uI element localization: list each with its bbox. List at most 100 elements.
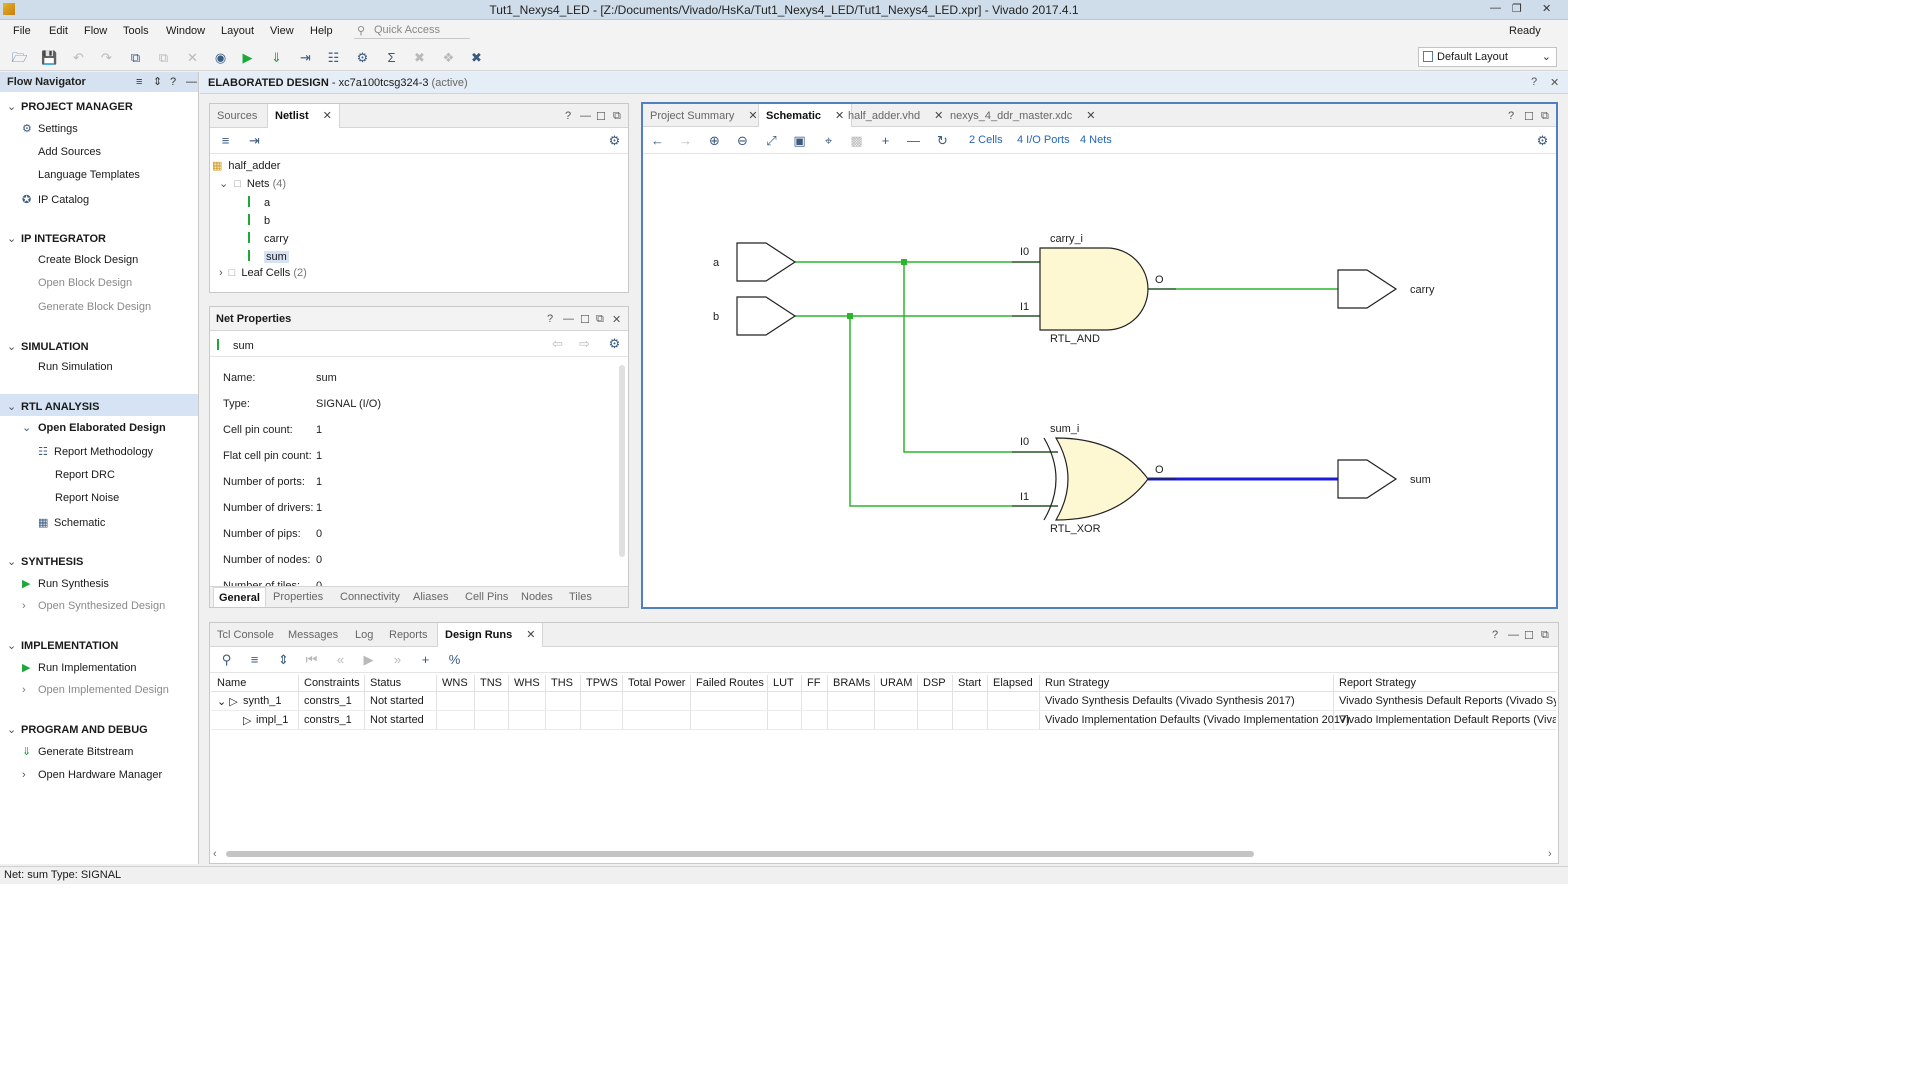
collapse-all-icon[interactable]: ≡	[250, 652, 259, 667]
col-report-strategy[interactable]: Report Strategy	[1339, 677, 1417, 689]
tab-reports[interactable]: Reports	[389, 629, 428, 641]
cells-count-link[interactable]: 2 Cells	[969, 134, 1003, 146]
close-icon[interactable]: ✕	[1550, 77, 1560, 89]
close-icon[interactable]: ✕	[1542, 3, 1552, 15]
col-brams[interactable]: BRAMs	[833, 677, 871, 689]
tree-net-b[interactable]: b	[248, 213, 270, 227]
maximize-icon[interactable]: ☐	[1524, 111, 1534, 123]
back-icon[interactable]: ←	[651, 133, 664, 148]
forward-icon[interactable]: →	[679, 133, 692, 148]
collapse-all-icon[interactable]: ≡	[221, 133, 230, 148]
run-icon[interactable]: ▶	[242, 50, 253, 65]
expand-all-icon[interactable]: ⇕	[278, 652, 289, 667]
gear-icon[interactable]: ⚙	[608, 336, 621, 351]
nav-open-hardware-manager[interactable]: ›Open Hardware Manager	[22, 769, 163, 781]
col-whs[interactable]: WHS	[514, 677, 540, 689]
menu-view[interactable]: View	[270, 25, 294, 37]
sigma-icon[interactable]: Σ	[387, 50, 396, 65]
col-tpws[interactable]: TPWS	[586, 677, 618, 689]
nav-generate-block-design[interactable]: Generate Block Design	[38, 301, 152, 313]
help-icon[interactable]: ?	[1492, 629, 1499, 641]
maximize-icon[interactable]: ☐	[596, 111, 606, 123]
help-icon[interactable]: ?	[170, 76, 177, 88]
nav-ip-catalog[interactable]: ✪IP Catalog	[22, 194, 90, 206]
table-row[interactable]	[211, 711, 1556, 730]
schematic-canvas[interactable]: a b carry sum carry_i RTL_AND I0 I1 O su…	[643, 154, 1556, 606]
forward-icon[interactable]: ⇨	[579, 336, 590, 351]
nav-add-sources[interactable]: Add Sources	[38, 146, 101, 158]
gear-icon[interactable]: ⚙	[608, 133, 621, 148]
tab-netlist[interactable]: Netlist✕	[267, 104, 340, 128]
col-wns[interactable]: WNS	[442, 677, 468, 689]
float-icon[interactable]: ⧉	[1541, 629, 1549, 641]
zoom-out-icon[interactable]: ⊖	[737, 133, 748, 148]
zoom-in-icon[interactable]: ⊕	[709, 133, 720, 148]
help-icon[interactable]: ?	[1508, 110, 1515, 122]
settings-icon[interactable]: ⚙	[356, 50, 369, 65]
layout-select[interactable]: Default Layout ⌄	[1418, 47, 1557, 67]
nav-run-synthesis[interactable]: ▶Run Synthesis	[22, 578, 109, 590]
nav-report-drc[interactable]: Report DRC	[55, 469, 115, 481]
col-start[interactable]: Start	[958, 677, 982, 689]
open-project-icon[interactable]: 🗁	[11, 50, 28, 65]
minimize-icon[interactable]: —	[186, 76, 197, 88]
zoom-area-icon[interactable]: ▣	[793, 133, 806, 148]
locate-icon[interactable]: ⌖	[824, 133, 833, 148]
binoculars-icon[interactable]: ◉	[214, 50, 227, 65]
section-rtl-analysis[interactable]: ⌄RTL ANALYSIS	[7, 401, 100, 413]
section-synthesis[interactable]: ⌄SYNTHESIS	[7, 556, 84, 568]
nets-count-link[interactable]: 4 Nets	[1080, 134, 1112, 146]
fast-forward-icon[interactable]: »	[393, 652, 402, 667]
tool-a-icon[interactable]: ✖	[414, 50, 425, 65]
section-ip-integrator[interactable]: ⌄IP INTEGRATOR	[7, 233, 106, 245]
add-run-icon[interactable]: +	[421, 652, 430, 667]
tab-messages[interactable]: Messages	[288, 629, 339, 641]
nav-settings[interactable]: ⚙Settings	[22, 123, 78, 135]
expand-icon[interactable]: ⇥	[249, 133, 260, 148]
redo-icon[interactable]: ↷	[101, 50, 112, 65]
minimize-icon[interactable]: —	[580, 110, 591, 122]
scroll-left-icon[interactable]: ‹	[213, 848, 217, 860]
undo-icon[interactable]: ↶	[73, 50, 84, 65]
help-icon[interactable]: ?	[565, 110, 572, 122]
remove-icon[interactable]: —	[907, 133, 920, 148]
minimize-icon[interactable]: —	[1490, 2, 1501, 14]
expand-all-icon[interactable]: ⇕	[153, 76, 163, 88]
report-icon[interactable]: ☷	[327, 50, 340, 65]
menu-help[interactable]: Help	[310, 25, 333, 37]
nav-open-implemented-design[interactable]: ›Open Implemented Design	[22, 684, 169, 696]
menu-edit[interactable]: Edit	[49, 25, 68, 37]
tree-nets-folder[interactable]: ⌄□Nets (4)	[219, 178, 287, 190]
col-failed-routes[interactable]: Failed Routes	[696, 677, 764, 689]
tool-c-icon[interactable]: ✖	[471, 50, 482, 65]
tab-master-xdc[interactable]: nexys_4_ddr_master.xdc✕	[950, 110, 1096, 122]
section-simulation[interactable]: ⌄SIMULATION	[7, 341, 89, 353]
col-elapsed[interactable]: Elapsed	[993, 677, 1033, 689]
gear-icon[interactable]: ⚙	[1536, 133, 1549, 148]
menu-layout[interactable]: Layout	[221, 25, 255, 37]
col-status[interactable]: Status	[370, 677, 402, 689]
tab-cell-pins[interactable]: Cell Pins	[465, 591, 509, 603]
play-icon[interactable]: ▶	[363, 652, 374, 667]
nav-create-block-design[interactable]: Create Block Design	[38, 254, 139, 266]
section-program-and-debug[interactable]: ⌄PROGRAM AND DEBUG	[7, 724, 148, 736]
tab-general[interactable]: General	[213, 587, 266, 607]
first-icon[interactable]: ⏮	[305, 652, 318, 667]
col-constraints[interactable]: Constraints	[304, 677, 360, 689]
float-icon[interactable]: ⧉	[613, 110, 621, 122]
paste-icon[interactable]: ⧉	[158, 50, 169, 65]
tool-b-icon[interactable]: ❖	[442, 50, 455, 65]
back-icon[interactable]: ⇦	[552, 336, 563, 351]
nav-open-synthesized-design[interactable]: ›Open Synthesized Design	[22, 600, 166, 612]
minimize-icon[interactable]: —	[1508, 629, 1519, 641]
section-project-manager[interactable]: ⌄PROJECT MANAGER	[7, 101, 133, 113]
tab-properties[interactable]: Properties	[273, 591, 324, 603]
menu-file[interactable]: File	[13, 25, 31, 37]
col-uram[interactable]: URAM	[880, 677, 913, 689]
col-ths[interactable]: THS	[551, 677, 573, 689]
horizontal-scrollbar[interactable]	[226, 851, 1254, 857]
row-expand-icon[interactable]: ⌄ ▷	[217, 696, 238, 708]
scroll-right-icon[interactable]: ›	[1548, 848, 1552, 860]
menu-tools[interactable]: Tools	[123, 25, 149, 37]
tab-sources[interactable]: Sources	[217, 110, 258, 122]
